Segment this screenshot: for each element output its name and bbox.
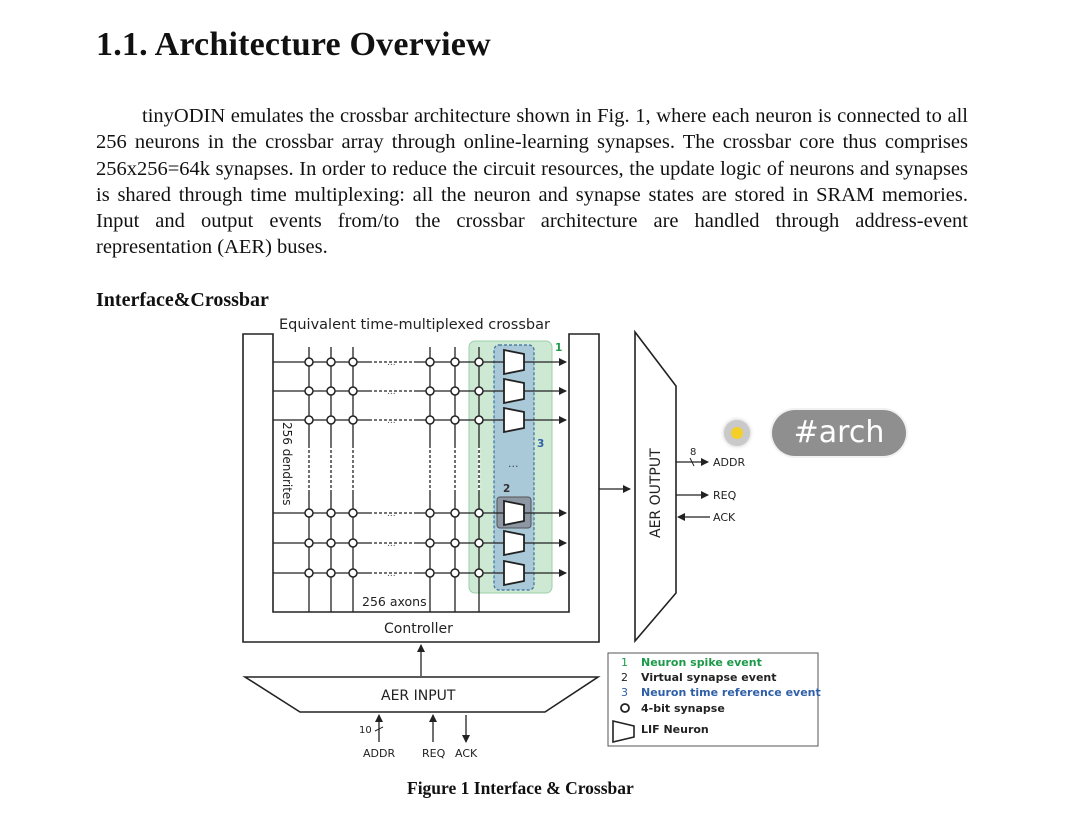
controller-label: Controller: [384, 621, 453, 637]
bus-slash: [374, 726, 384, 732]
legend-neuron-icon: [612, 719, 635, 744]
controller-frame: [242, 333, 600, 643]
neuron-ellipsis: ...: [508, 457, 519, 470]
in-req-label: REQ: [422, 747, 446, 760]
aer-output-label: AER OUTPUT: [648, 448, 664, 538]
lif-neurons: [503, 348, 525, 587]
in-ack-label: ACK: [455, 747, 478, 760]
row-ellipsis: ...: [387, 539, 396, 549]
marker-virtual: 2: [503, 483, 510, 495]
synapse-grid: [304, 357, 484, 578]
hashtag-badge[interactable]: #arch: [772, 410, 906, 456]
legend: 1 Neuron spike event 2 Virtual synapse e…: [607, 652, 821, 747]
legend-synapse-icon: [620, 703, 630, 713]
bus-slash: [689, 457, 695, 467]
out-ack-label: ACK: [713, 511, 736, 524]
axons-label: 256 axons: [362, 594, 427, 609]
aer-input-label: AER INPUT: [381, 688, 456, 704]
legend-key-2: 2: [621, 671, 628, 684]
legend-key-1: 1: [621, 656, 628, 669]
marker-spike: 1: [555, 342, 562, 354]
legend-neuron-text: LIF Neuron: [641, 723, 709, 736]
marker-time-ref: 3: [537, 438, 544, 450]
section-title: 1.1. Architecture Overview: [96, 26, 491, 63]
subsection-heading: Interface&Crossbar: [96, 289, 269, 311]
row-ellipsis: ...: [387, 416, 396, 426]
legend-timeref-text: Neuron time reference event: [641, 686, 821, 699]
row-ellipsis: ...: [387, 387, 396, 397]
row-ellipsis: ...: [387, 358, 396, 368]
figure-caption: Figure 1 Interface & Crossbar: [407, 778, 634, 798]
out-width-label: 8: [690, 447, 696, 458]
row-ellipsis: ...: [387, 569, 396, 579]
legend-virtual-text: Virtual synapse event: [641, 671, 777, 684]
legend-spike-text: Neuron spike event: [641, 656, 762, 669]
dendrites-label: 256 dendrites: [280, 422, 294, 506]
in-width-label: 10: [359, 725, 372, 736]
row-gap-dashes: [372, 360, 416, 575]
out-req-label: REQ: [713, 489, 737, 502]
aer-output-block: [634, 329, 677, 644]
cursor-dot-icon: [724, 420, 750, 446]
in-addr-label: ADDR: [363, 747, 395, 760]
body-paragraph: tinyODIN emulates the crossbar architect…: [96, 105, 968, 259]
axon-gap-dashes: [307, 448, 481, 490]
out-addr-label: ADDR: [713, 456, 745, 469]
neuron-column-blue: [493, 344, 535, 591]
row-ellipsis: ...: [387, 509, 396, 519]
legend-synapse-text: 4-bit synapse: [641, 702, 725, 715]
crossbar-top-label: Equivalent time-multiplexed crossbar: [279, 317, 550, 333]
aer-input-block: [242, 676, 601, 713]
legend-key-3: 3: [621, 686, 628, 699]
